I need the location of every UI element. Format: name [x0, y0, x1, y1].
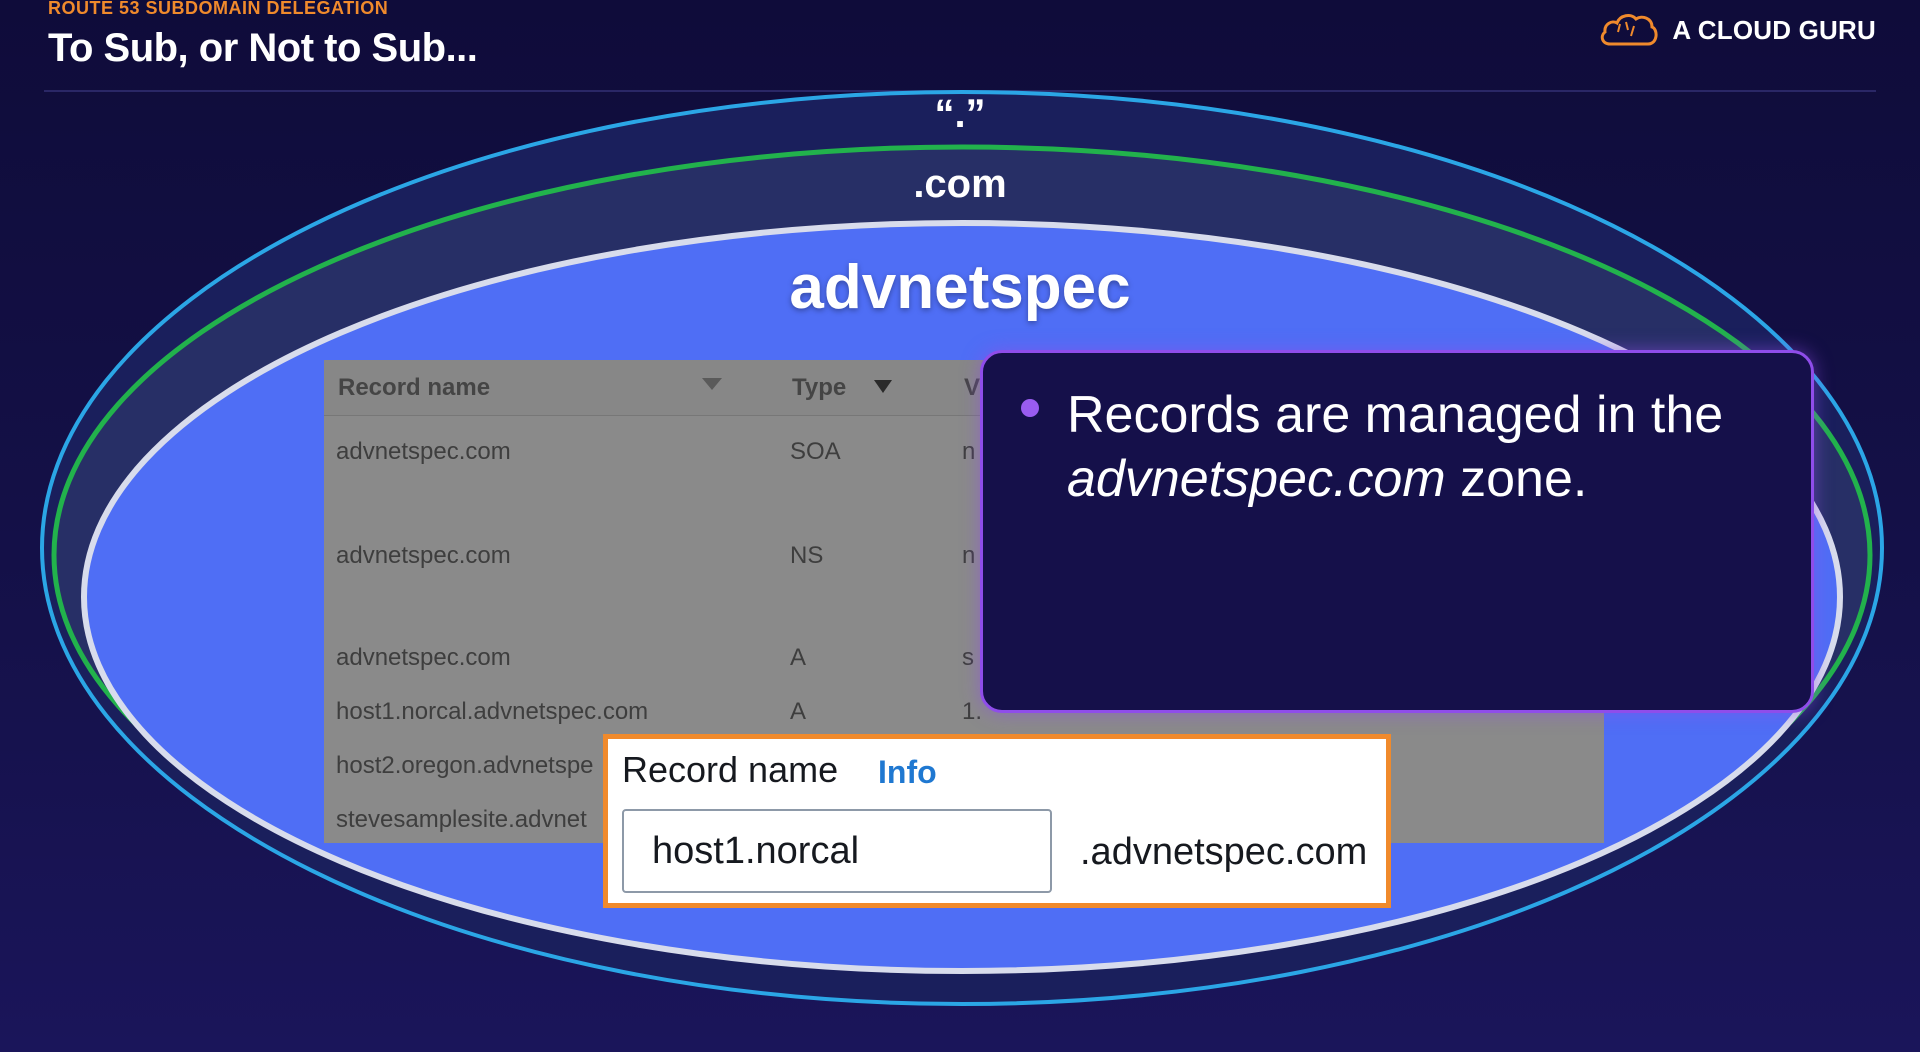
column-header-type[interactable]: Type [792, 374, 847, 401]
record-type-cell: A [790, 698, 807, 725]
slide-eyebrow: ROUTE 53 SUBDOMAIN DELEGATION [48, 0, 389, 18]
record-name-cell: host2.oregon.advnetspe [336, 752, 594, 779]
record-name-cell: stevesamplesite.advnet [336, 806, 587, 833]
filter-icon[interactable] [702, 378, 722, 390]
record-name-form: Record name Info .advnetspec.com [603, 734, 1391, 908]
slide-title: To Sub, or Not to Sub... [48, 26, 478, 70]
record-name-cell: advnetspec.com [336, 542, 511, 569]
callout-text: Records are managed in the advnetspec.co… [1067, 386, 1724, 508]
record-name-label: Record name [622, 749, 839, 790]
record-type-cell: A [790, 644, 807, 671]
record-value-cell: n [962, 438, 976, 465]
record-name-cell: advnetspec.com [336, 438, 511, 465]
advnetspec-zone-label: advnetspec [789, 253, 1131, 322]
com-zone-label: .com [913, 162, 1007, 206]
sort-desc-icon[interactable] [874, 380, 892, 393]
record-name-cell: advnetspec.com [336, 644, 511, 671]
record-type-cell: NS [790, 542, 824, 569]
root-zone-label: “.” [934, 92, 986, 136]
column-header-record-name[interactable]: Record name [338, 374, 491, 401]
record-value-cell: s [962, 644, 974, 671]
record-name-cell: host1.norcal.advnetspec.com [336, 698, 649, 725]
column-header-value[interactable]: V [964, 374, 981, 401]
record-name-input[interactable] [622, 809, 1052, 893]
bullet-point [1021, 399, 1039, 417]
domain-suffix: .advnetspec.com [1080, 831, 1368, 873]
cloud-logo-icon [1601, 14, 1658, 46]
record-type-cell: SOA [790, 438, 841, 465]
info-link[interactable]: Info [878, 754, 937, 790]
callout-box: Records are managed in the advnetspec.co… [980, 350, 1814, 713]
brand-logo: A CLOUD GURU [1598, 10, 1876, 50]
brand-name: A CLOUD GURU [1672, 14, 1876, 45]
zone-name-emphasis: advnetspec.com [1067, 450, 1446, 508]
record-value-cell: n [962, 542, 976, 569]
record-value-cell: 1. [962, 698, 983, 725]
